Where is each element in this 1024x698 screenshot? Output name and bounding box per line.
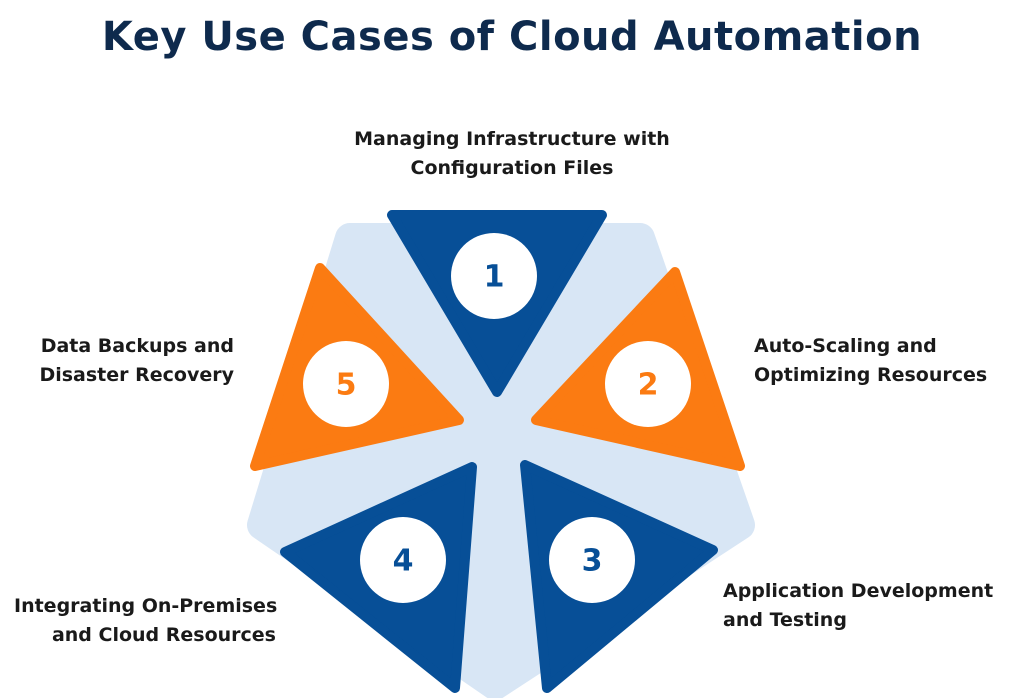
label-2-line-1: Auto-Scaling and [754, 335, 937, 357]
label-1: Managing Infrastructure with Configurati… [312, 125, 712, 183]
segment-4: 4 [280, 462, 477, 693]
label-4-line-1: Integrating On-Premises [14, 595, 278, 617]
number-4: 4 [393, 544, 414, 579]
number-1: 1 [484, 260, 505, 295]
label-3-line-2: and Testing [723, 609, 847, 631]
label-1-line-2: Configuration Files [410, 157, 614, 179]
segment-1: 1 [387, 210, 607, 397]
number-3: 3 [582, 544, 603, 579]
label-2: Auto-Scaling and Optimizing Resources [754, 332, 987, 390]
label-4-line-2: and Cloud Resources [51, 624, 276, 646]
label-5: Data Backups and Disaster Recovery [30, 332, 234, 390]
label-5-line-1: Data Backups and [40, 335, 234, 357]
number-circle-4 [360, 517, 446, 603]
number-circle-5 [303, 341, 389, 427]
number-circle-3 [549, 517, 635, 603]
segment-5: 5 [250, 263, 464, 471]
number-circle-2 [605, 341, 691, 427]
segment-3: 3 [520, 460, 718, 693]
label-4: Integrating On-Premises and Cloud Resour… [14, 592, 278, 650]
number-5: 5 [336, 368, 357, 403]
label-2-line-2: Optimizing Resources [754, 364, 988, 386]
page-title: Key Use Cases of Cloud Automation [101, 14, 923, 60]
label-5-line-2: Disaster Recovery [39, 364, 234, 386]
label-3: Application Development and Testing [723, 577, 993, 635]
number-2: 2 [638, 368, 659, 403]
segment-2: 2 [531, 267, 745, 471]
number-circle-1 [451, 233, 537, 319]
label-1-line-1: Managing Infrastructure with [354, 128, 670, 150]
label-3-line-1: Application Development [723, 580, 994, 602]
